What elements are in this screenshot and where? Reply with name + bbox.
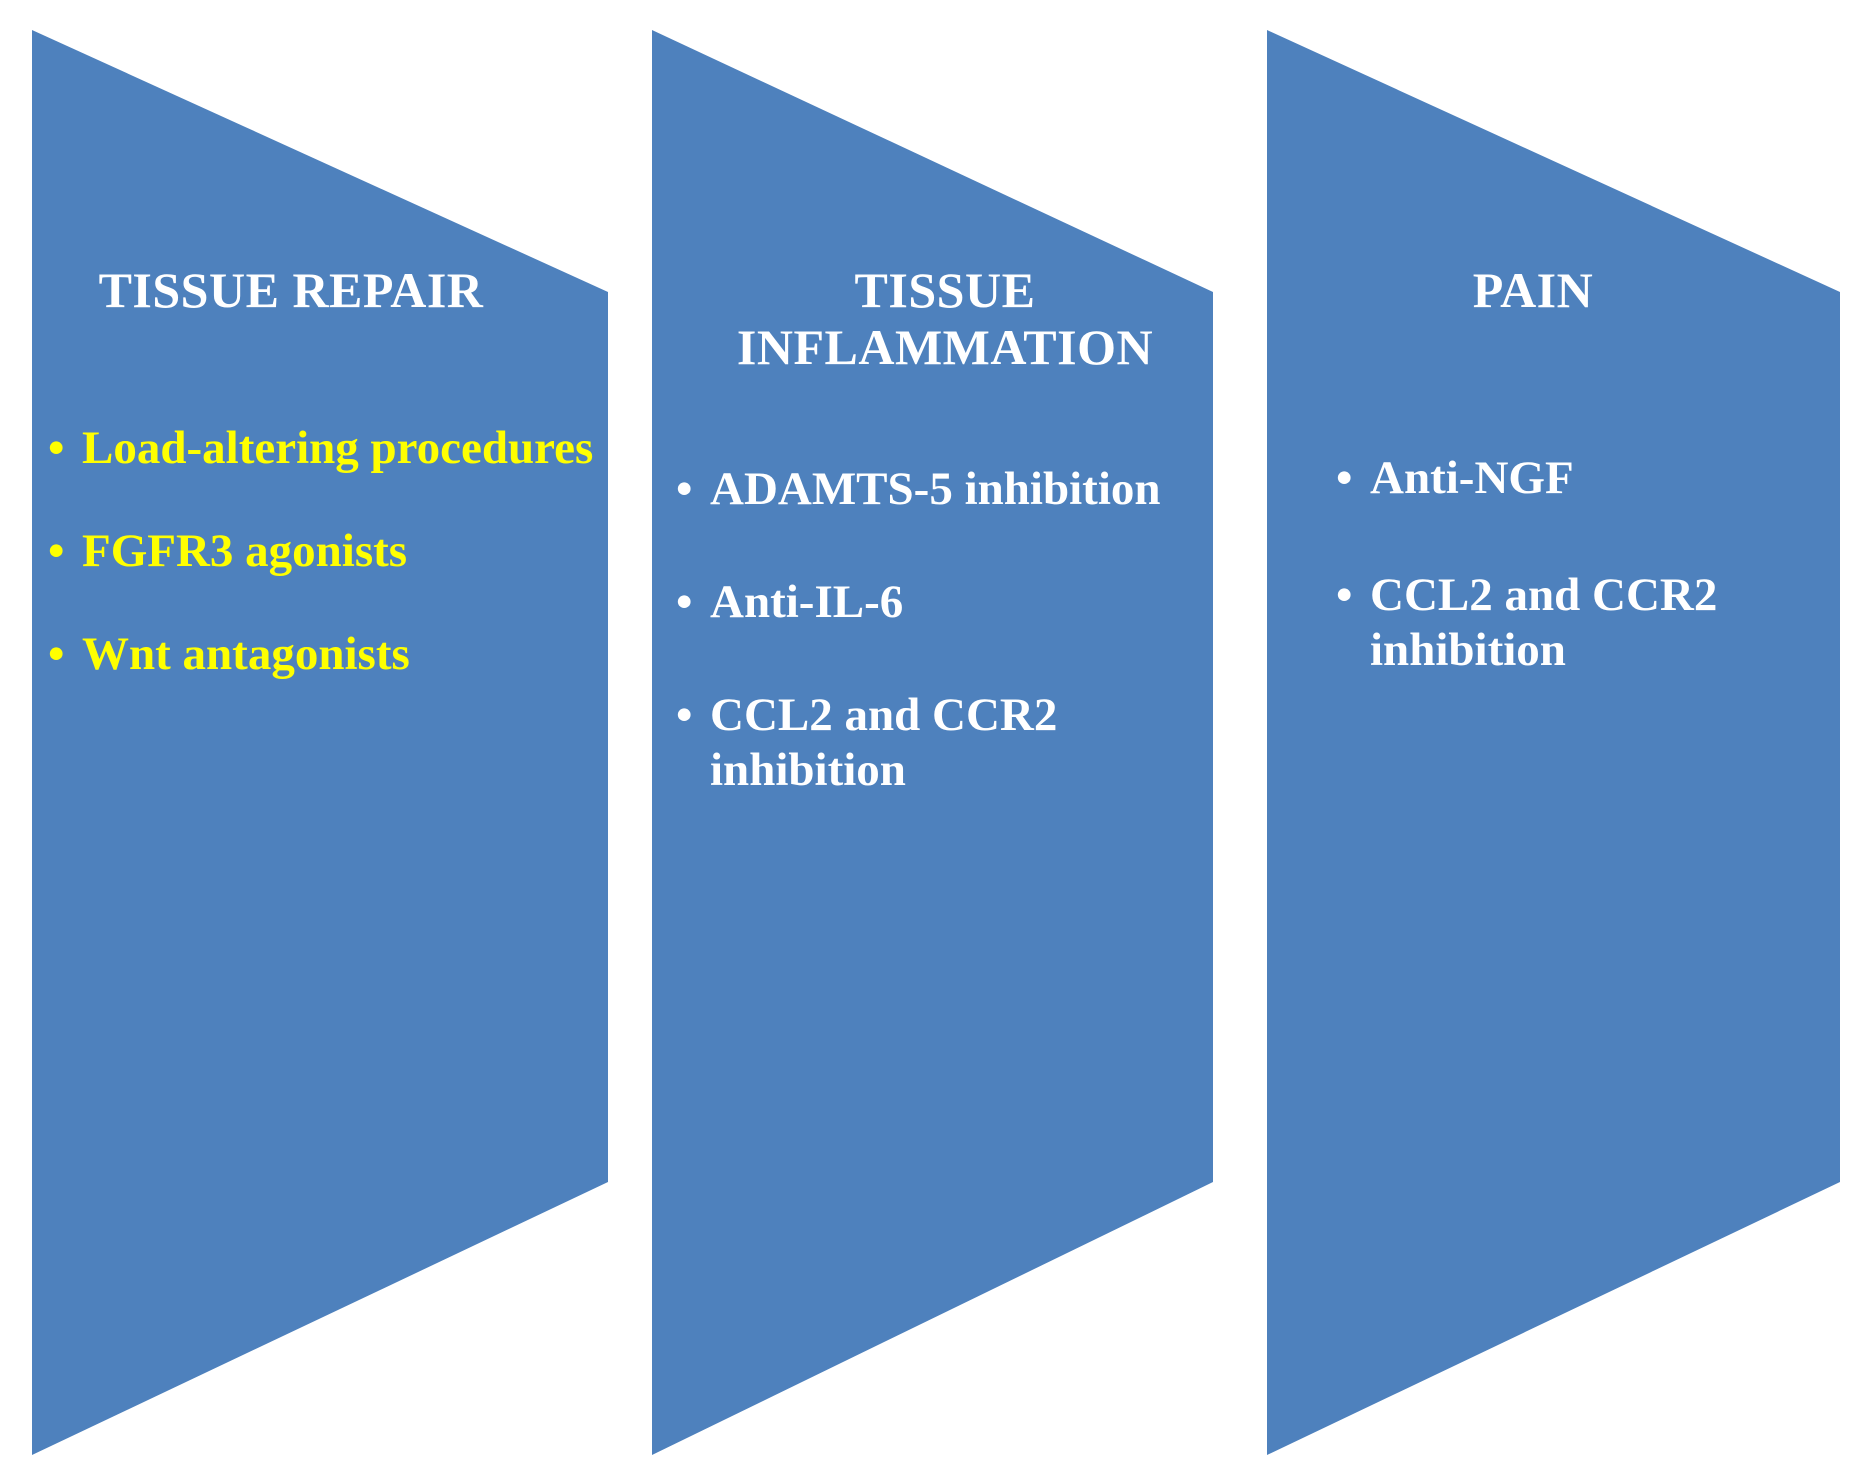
list-item-label: CCL2 and CCR2 inhibition	[710, 688, 1058, 796]
list-item[interactable]: • ADAMTS-5 inhibition	[676, 462, 1220, 517]
bullet-list: • ADAMTS-5 inhibition • Anti-IL-6 • CCL2…	[652, 462, 1220, 856]
list-item-label: FGFR3 agonists	[82, 524, 408, 577]
list-item[interactable]: • Wnt antagonists	[48, 627, 596, 682]
list-item-label: Anti-NGF	[1370, 452, 1574, 504]
panel-title: TISSUE INFLAMMATION	[736, 262, 1154, 375]
chevron-shape-icon	[32, 30, 608, 1455]
panel-title: PAIN	[1472, 262, 1594, 318]
list-item-label: Load-altering procedures	[82, 422, 594, 474]
list-item-label: Wnt antagonists	[82, 627, 410, 680]
chevron-shape-icon	[652, 30, 1213, 1455]
bullet-dot-icon: •	[1336, 452, 1353, 504]
list-item-label: Anti-IL-6	[710, 575, 904, 628]
panel-tissue-inflammation[interactable]: TISSUE INFLAMMATION • ADAMTS-5 inhibitio…	[600, 0, 1240, 1484]
list-item[interactable]: • Anti-IL-6	[676, 575, 1220, 630]
bullet-dot-icon: •	[48, 627, 65, 680]
panel-tissue-repair[interactable]: TISSUE REPAIR • Load-altering procedures…	[0, 0, 620, 1484]
panel-title: TISSUE REPAIR	[98, 262, 484, 318]
bullet-list: • Load-altering procedures • FGFR3 agoni…	[32, 421, 596, 730]
list-item-label: ADAMTS-5 inhibition	[710, 463, 1161, 515]
panel-pain[interactable]: PAIN • Anti-NGF • CCL2 and CCR2 inhibiti…	[1240, 0, 1862, 1484]
list-item[interactable]: • CCL2 and CCR2 inhibition	[676, 688, 1220, 798]
bullet-dot-icon: •	[48, 422, 65, 474]
bullet-dot-icon: •	[676, 688, 693, 741]
bullet-list: • Anti-NGF • CCL2 and CCR2 inhibition	[1300, 451, 1852, 740]
bullet-dot-icon: •	[48, 524, 65, 577]
bullet-dot-icon: •	[1336, 568, 1353, 621]
list-item[interactable]: • FGFR3 agonists	[48, 524, 596, 579]
list-item[interactable]: • Load-altering procedures	[48, 421, 596, 476]
list-item[interactable]: • Anti-NGF	[1336, 451, 1852, 506]
bullet-dot-icon: •	[676, 575, 693, 628]
list-item-label: CCL2 and CCR2 inhibition	[1370, 568, 1718, 676]
bullet-dot-icon: •	[676, 463, 693, 515]
list-item[interactable]: • CCL2 and CCR2 inhibition	[1336, 568, 1852, 678]
chevron-shape-icon	[1267, 30, 1840, 1455]
